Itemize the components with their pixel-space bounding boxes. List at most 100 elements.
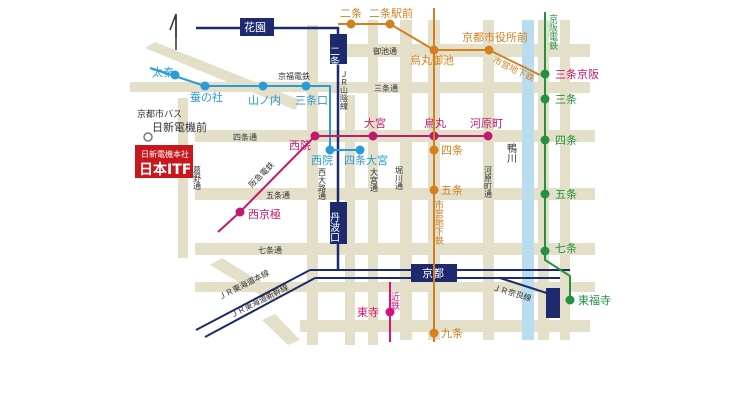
nijo-jr-label: 二条 <box>328 46 340 66</box>
shijo-subway-dot <box>429 145 439 155</box>
nishiin-hankyu-label: 西院 <box>289 138 311 152</box>
shichijo-label: 七条 <box>555 241 577 255</box>
tofukuji-dot <box>565 295 575 305</box>
station-nijo-jr: 二条 <box>328 34 347 66</box>
bus-stop-label: 日新電機前 <box>152 120 207 134</box>
kaikonoyashiro-dot <box>200 81 210 91</box>
kawaramachi-road-label: 河原町通 <box>484 165 493 199</box>
keifuku-track <box>149 67 360 151</box>
company-marker[interactable]: 日新電機本社 日本ITF <box>135 145 193 178</box>
shijo-omiya-label: 四条大宮 <box>344 153 388 167</box>
shijo-road-label: 四条通 <box>233 132 257 142</box>
hanazono-box <box>240 18 274 36</box>
gojo-subway-label: 五条 <box>441 183 463 197</box>
senbon-road <box>345 95 355 345</box>
sanjo-keihan-label: 三条京阪 <box>555 67 599 81</box>
nishiin-hankyu-dot <box>310 131 320 141</box>
nishikyogoku-label: 西京極 <box>248 207 281 221</box>
omiya-road <box>368 20 378 345</box>
sanjo-keihan-dot <box>540 69 550 79</box>
nishikyogoku-dot <box>235 207 245 217</box>
karasuma-oike-dot <box>429 45 439 55</box>
diagonal-road-s <box>262 314 300 345</box>
horikawa-road <box>400 20 412 340</box>
shijo-subway-label: 四条 <box>441 143 463 157</box>
company-box <box>135 145 193 178</box>
tofukuji-label: 東福寺 <box>578 293 611 307</box>
hankyu-line-label: 阪急電鉄 <box>246 160 276 190</box>
kujo-dot <box>429 328 439 338</box>
gojo-keihan-label: 五条 <box>555 187 577 201</box>
sanjoguchi-label: 三条口 <box>295 93 328 107</box>
kintetsu-line-label: 近鉄 <box>389 291 400 311</box>
kawaramachi-label: 河原町 <box>470 117 503 130</box>
omiya-label: 大宮 <box>364 116 386 130</box>
jr-tokaido-line-1 <box>195 269 311 331</box>
yamanouchi-label: 山ノ内 <box>248 93 281 107</box>
nijo-subway-label: 二条 <box>340 6 362 20</box>
diagonal-road-nw <box>145 42 300 110</box>
shichijo-road <box>195 243 595 255</box>
kawaramachi-road <box>483 20 494 340</box>
jr-nara-terminal <box>546 288 560 318</box>
hanazono-label: 花園 <box>244 21 266 34</box>
karasuma-oike-label: 烏丸御池 <box>410 53 454 67</box>
kujo-label: 九条 <box>441 326 463 340</box>
tambaguchi-box <box>330 202 347 244</box>
keihan-line <box>540 12 575 305</box>
yamanouchi-dot <box>258 81 268 91</box>
hankyu-line <box>217 131 493 233</box>
bus-line-label: 京都市バス <box>137 108 182 120</box>
station-hanazono: 花園 <box>240 18 274 36</box>
shijo-omiya-dot <box>355 145 365 155</box>
keifuku-line <box>149 67 365 155</box>
gojo-subway-dot <box>429 185 439 195</box>
bus-stop-icon <box>143 132 153 142</box>
subway-lines <box>338 8 541 342</box>
toji-label: 東寺 <box>357 306 379 319</box>
keihan-line-label: 京阪電鉄 <box>547 13 558 51</box>
nishioji-road <box>307 25 318 345</box>
shichijo-dot <box>540 246 550 256</box>
nijojomae-dot <box>385 19 395 29</box>
river-label: 鴨川 <box>505 142 517 163</box>
sanjo-road-label: 三条通 <box>374 83 398 93</box>
hankyu-track <box>217 135 490 233</box>
diagonal-road-sw <box>210 258 282 302</box>
kamo-river <box>522 20 534 340</box>
uzumasa-label: 太秦 <box>152 65 174 79</box>
company-name-label: 日本ITF <box>139 161 191 178</box>
north-arrow <box>169 13 177 50</box>
nijojomae-label: 二条駅前 <box>369 6 413 20</box>
sanjo-road <box>330 82 590 93</box>
tambaguchi-label: 丹波口 <box>328 212 340 242</box>
shiyakushomae-dot <box>484 45 494 55</box>
omiya-road-label: 大宮通 <box>370 167 379 193</box>
jr-tokaido-line-2 <box>204 277 316 338</box>
horikawa-road-label: 堀川通 <box>395 166 404 191</box>
gojo-road-label: 五条通 <box>266 190 290 200</box>
kawaramachi-dot <box>483 131 493 141</box>
gojo-keihan-dot <box>540 189 550 199</box>
hachijo-road <box>195 282 595 292</box>
oike-road-label: 御池通 <box>373 46 397 56</box>
nishiin-keifuku-dot <box>325 145 335 155</box>
shichijo-road-label: 七条通 <box>258 245 282 255</box>
nijo-jr-box <box>330 34 347 64</box>
north-arrow-tip <box>169 13 177 38</box>
company-small-label: 日新電機本社 <box>141 149 189 159</box>
nijo-subway-dot <box>346 19 356 29</box>
shiyakushomae-label: 京都市役所前 <box>462 30 528 44</box>
kaikonoyashiro-label: 蚕の社 <box>190 90 223 104</box>
omiya-dot <box>368 131 378 141</box>
station-tambaguchi: 丹波口 <box>328 202 347 244</box>
nishiin-keifuku-label: 西院 <box>311 153 333 167</box>
nishioji-road-label: 西大路通 <box>318 168 327 201</box>
kadono-road-label: 葛野通 <box>193 165 202 191</box>
shijo-keihan-label: 四条 <box>555 133 577 147</box>
toji-dot <box>385 307 395 317</box>
shijo-keihan-dot <box>540 135 550 145</box>
keifuku-line-label: 京福電鉄 <box>278 71 310 81</box>
jr-sanin-label: ＪＲ山陰線 <box>340 70 349 110</box>
